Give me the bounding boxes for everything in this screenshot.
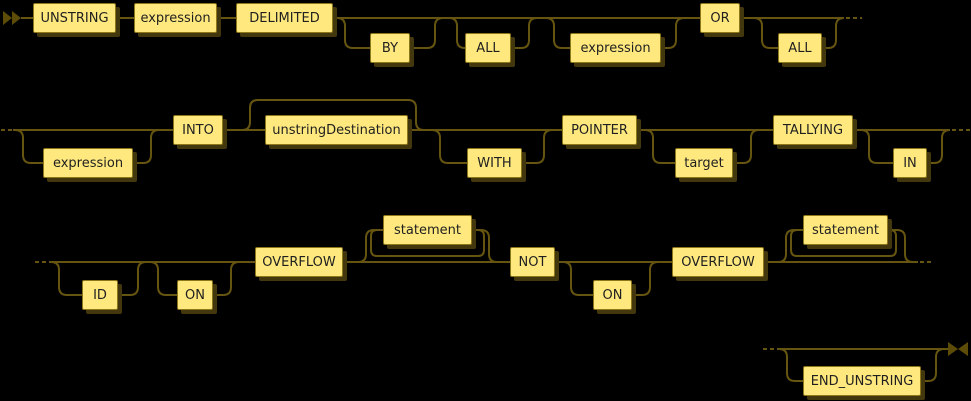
row3-statement2-repeat-loop <box>790 229 897 257</box>
row3-statement1-entry-curve <box>357 229 383 263</box>
row4-endunstring-split-curve <box>778 348 803 382</box>
node-in: IN <box>893 148 927 178</box>
row1-all2-split-curve <box>753 17 778 49</box>
node-overflow-2: OVERFLOW <box>672 247 764 277</box>
row1-all1-split-curve <box>448 17 466 49</box>
node-not: NOT <box>510 247 555 277</box>
start-marker-icon <box>12 11 21 25</box>
node-on-2: ON <box>593 280 632 310</box>
end-marker-icon <box>958 342 968 356</box>
node-end-unstring: END_UNSTRING <box>803 366 921 396</box>
row2-in-split-curve <box>860 129 893 164</box>
row3-on1-split-curve <box>149 261 177 296</box>
row2-destination-repeat-loop <box>241 99 425 131</box>
node-unstring: UNSTRING <box>33 3 116 33</box>
row2-expression-split-curve <box>14 129 43 164</box>
node-or: OR <box>700 3 740 33</box>
node-into: INTO <box>173 115 223 145</box>
row1-expression2-split-curve <box>545 17 570 49</box>
end-marker-icon <box>948 342 958 356</box>
node-statement-1[interactable]: statement <box>383 215 472 245</box>
node-id: ID <box>82 280 118 310</box>
row2-in-join-curve <box>927 129 951 164</box>
row2-target-join-curve <box>733 129 760 164</box>
row2-with-split-curve <box>431 129 467 164</box>
row3-id-join-curve <box>118 261 147 296</box>
row3-id-split-curve <box>50 261 82 296</box>
node-on-1: ON <box>177 280 213 310</box>
node-all-2: ALL <box>778 33 822 63</box>
node-with: WITH <box>467 148 522 178</box>
node-all-1: ALL <box>465 33 511 63</box>
node-unstring-destination[interactable]: unstringDestination <box>265 115 408 145</box>
row3-statement1-exit-curve <box>472 229 498 263</box>
row1-all1-join-curve <box>511 17 538 49</box>
row3-statement2-entry-curve <box>777 229 803 263</box>
row3-on2-split-curve <box>562 261 593 296</box>
row2-expression-join-curve <box>133 129 160 164</box>
node-pointer: POINTER <box>562 115 637 145</box>
node-by: BY <box>370 33 410 63</box>
row4-endunstring-join-curve <box>921 348 945 382</box>
row1-by-split-curve <box>336 17 370 49</box>
node-delimited: DELIMITED <box>236 3 333 33</box>
node-target[interactable]: target <box>675 148 733 178</box>
node-overflow-1: OVERFLOW <box>255 247 343 277</box>
node-expression-3[interactable]: expression <box>43 148 133 178</box>
node-statement-2[interactable]: statement <box>803 215 888 245</box>
row3-statement2-exit-curve <box>888 229 914 263</box>
row3-on1-join-curve <box>213 261 240 296</box>
row3-statement1-repeat-loop <box>370 229 485 257</box>
row2-target-split-curve <box>644 129 675 164</box>
row1-expression2-join-curve <box>661 17 685 49</box>
node-tallying: TALLYING <box>773 115 853 145</box>
row1-by-join-curve <box>410 17 444 49</box>
row3-on2-join-curve <box>632 261 659 296</box>
row1-all2-join-curve <box>822 17 845 49</box>
start-marker-icon <box>3 11 12 25</box>
node-expression-1[interactable]: expression <box>134 3 217 33</box>
row2-with-join-curve <box>522 129 553 164</box>
node-expression-2[interactable]: expression <box>570 33 661 63</box>
